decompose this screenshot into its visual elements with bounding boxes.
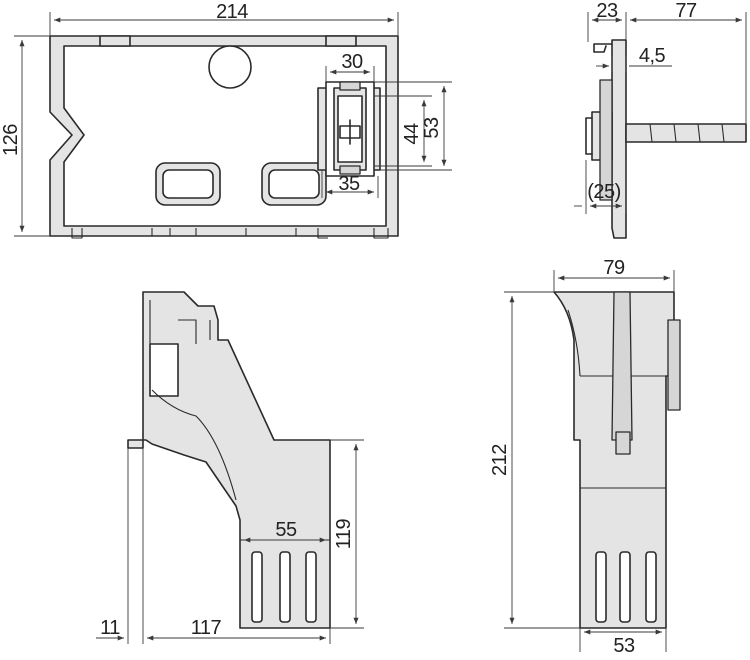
front-view: 214 126 30 44 53 35 (0, 1, 452, 239)
funnel-body (127, 291, 331, 629)
dim-back-bottom-width: 53 (613, 635, 635, 657)
funnel-slot-2 (279, 551, 291, 623)
round-hole (208, 45, 252, 89)
side-pipe-rings (649, 123, 725, 143)
dim-front-width: 214 (216, 1, 248, 23)
module-connector (339, 119, 361, 145)
back-edge-curve (567, 309, 581, 377)
back-side-tab (667, 319, 681, 411)
dim-side-gap: 4,5 (639, 45, 666, 67)
side-view: 23 77 4,5 (25) (574, 0, 747, 239)
module-bottom-latch (339, 165, 361, 175)
back-slot-1 (595, 551, 607, 623)
opening-right-inner (268, 169, 320, 199)
dim-side-depth: (25) (587, 181, 621, 203)
dim-back-width: 79 (603, 257, 625, 279)
funnel-window (149, 343, 179, 397)
module-top-latch (339, 81, 361, 91)
funnel-back-view: 79 212 53 (489, 257, 681, 657)
dim-front-height: 126 (0, 124, 22, 156)
funnel-top-detail (149, 300, 211, 344)
top-clip-left (99, 35, 131, 47)
dim-inner-height: 44 (401, 123, 423, 145)
dim-module-width: 30 (341, 51, 363, 73)
dim-funnel-offset: 11 (100, 617, 120, 639)
funnel-side-view: 55 119 11 117 (96, 291, 364, 644)
bottom-tabs (71, 228, 389, 239)
side-module-lip (585, 117, 593, 155)
side-top-hook (593, 43, 613, 53)
back-center-rib (611, 291, 633, 441)
dim-funnel-length: 117 (191, 617, 222, 639)
funnel-slot-3 (305, 551, 317, 623)
dim-side-right: 77 (675, 0, 697, 22)
side-module-back (599, 79, 613, 201)
dim-funnel-outlet: 55 (275, 519, 297, 541)
back-slot-2 (619, 551, 631, 623)
dim-funnel-height: 119 (333, 518, 355, 549)
dim-bottom-width: 35 (338, 173, 360, 195)
side-pipe (625, 123, 747, 143)
back-center-clip (615, 431, 631, 455)
dim-outer-height: 53 (421, 117, 443, 139)
top-clip-right (325, 35, 357, 47)
back-slot-3 (645, 551, 657, 623)
dim-back-height: 212 (489, 444, 511, 476)
side-plate (611, 39, 627, 239)
dim-side-left: 23 (596, 0, 618, 22)
opening-left-inner (162, 169, 214, 199)
funnel-slot-1 (251, 551, 263, 623)
funnel-curve (151, 389, 237, 501)
